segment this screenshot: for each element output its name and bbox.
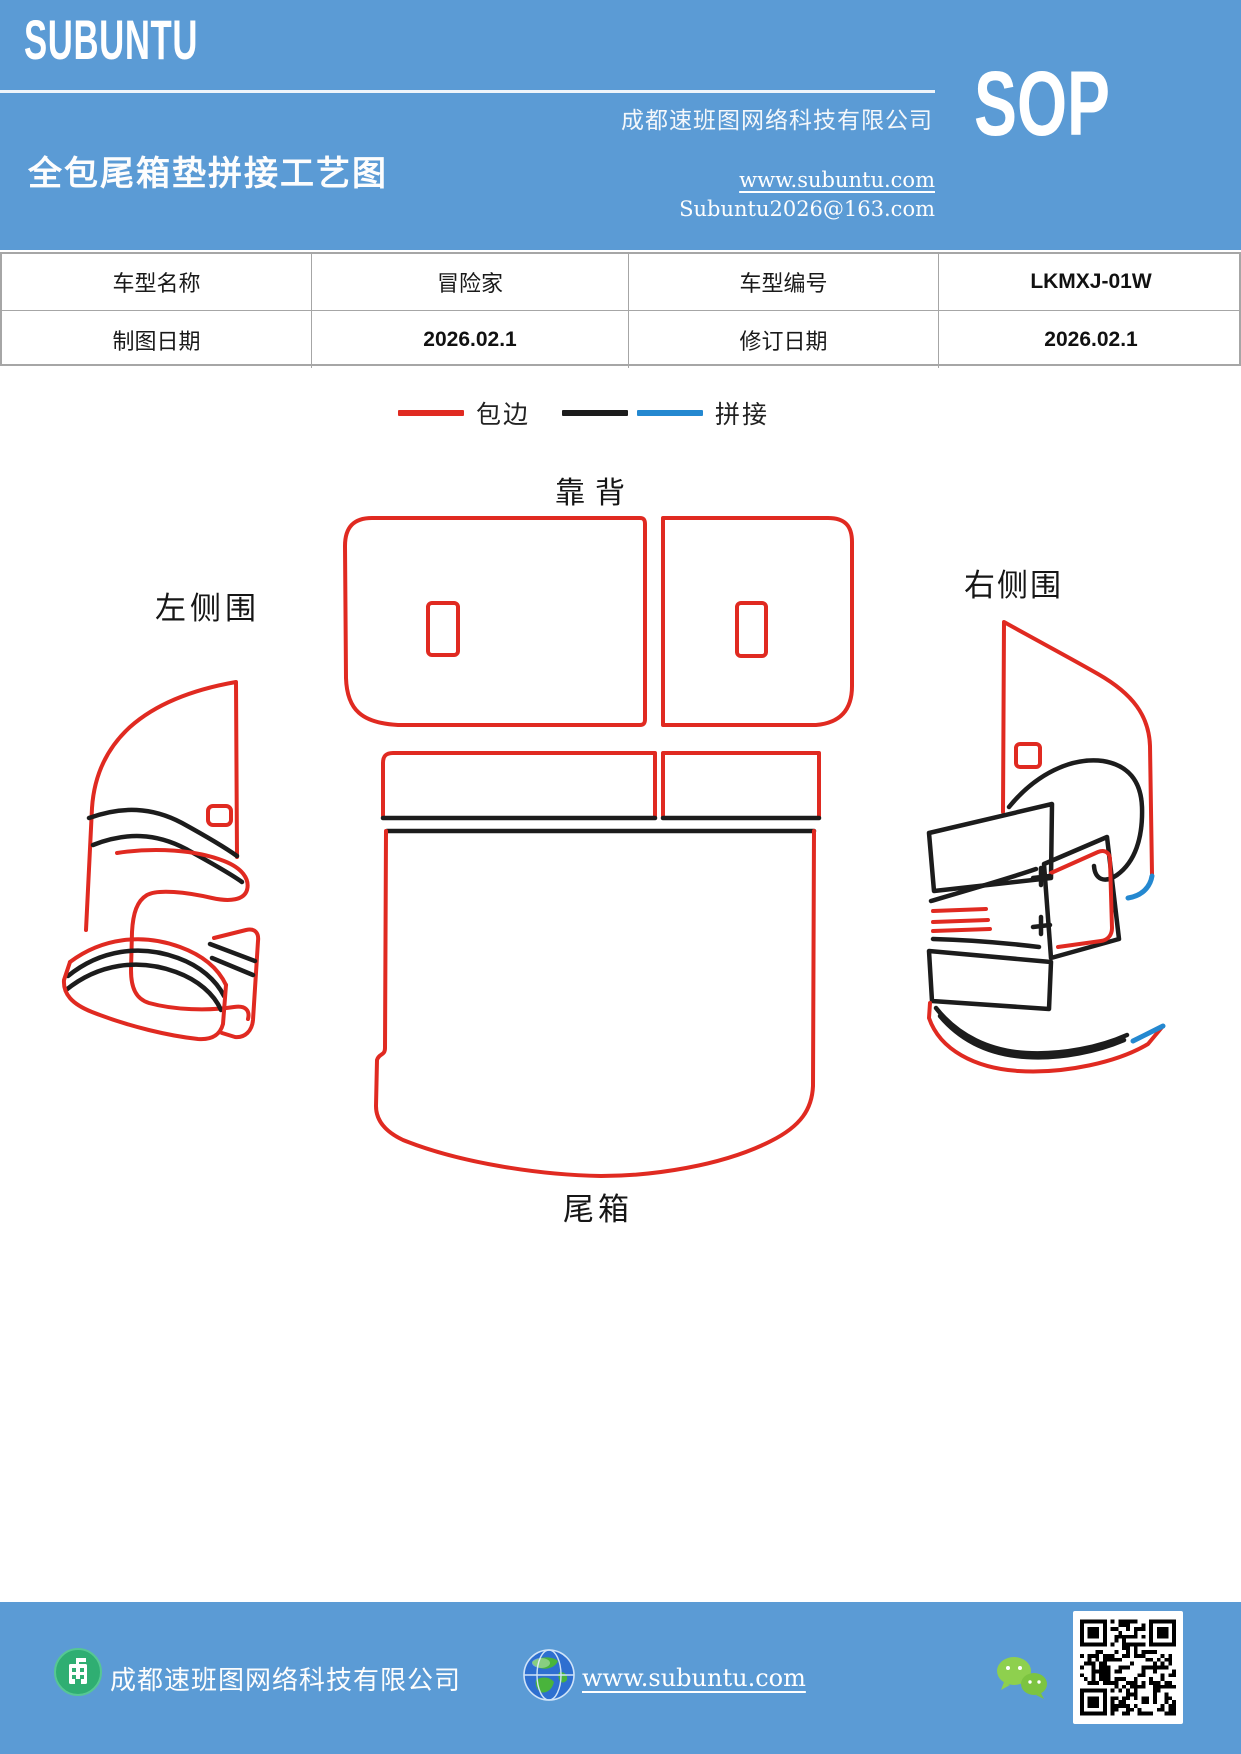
company-badge-icon [54, 1648, 102, 1696]
left-lower-piece-top-edge [68, 937, 228, 987]
qr-code [1073, 1611, 1183, 1724]
left-splice-curve-2 [90, 833, 245, 885]
backrest-right-headrest-slot [735, 601, 768, 658]
page-title: 全包尾箱垫拼接工艺图 [28, 154, 388, 194]
right-red-seam-line-1 [931, 907, 988, 913]
strip-left-piece [380, 751, 658, 821]
strip-left-outline [381, 751, 657, 820]
splice-blue-swatch [637, 410, 704, 416]
left-corner-piece-outline [212, 927, 261, 1040]
left-lower-splice-curve-2 [63, 962, 224, 1013]
right-panel-middle-bottom-edge [930, 936, 1042, 950]
right-lower-piece-outline [927, 1001, 1165, 1074]
brand-logo: SUBUNTU [24, 8, 199, 71]
trunk-outline [374, 829, 816, 1178]
left-side-group [61, 680, 261, 1042]
right-pocket-red-outline [1049, 849, 1114, 949]
left-piece-hole [206, 804, 233, 827]
left-middle-piece-outline [115, 847, 251, 1021]
backrest-left-outline [343, 516, 647, 727]
qr-pattern [1080, 1619, 1176, 1716]
header: SUBUNTU 成都速班图网络科技有限公司 全包尾箱垫拼接工艺图 www.sub… [0, 0, 1241, 250]
left-side-label: 左侧围 [155, 591, 260, 627]
table-cell-draw-date-label: 制图日期 [2, 311, 312, 368]
right-piece-hole [1014, 742, 1042, 769]
left-corner-splice-mark-1 [207, 941, 258, 964]
right-side-label: 右侧围 [964, 568, 1063, 604]
right-lower-splice-curve-1 [933, 1005, 1130, 1056]
table-cell-model-name-value: 冒险家 [312, 254, 629, 311]
sop-label: SOP [974, 53, 1111, 155]
backrest-right-outline [661, 516, 854, 727]
right-pocket-outer-panel [1041, 834, 1122, 961]
left-upper-piece-outline [84, 680, 239, 932]
header-email: Subuntu2026@163.com [679, 197, 935, 221]
right-hook-panel [1006, 758, 1145, 882]
table-cell-revision-date-label: 修订日期 [629, 311, 939, 368]
backrest-right-piece [661, 516, 854, 727]
right-side-group [926, 620, 1166, 1074]
splice-black-swatch [562, 410, 629, 416]
vehicle-info-table: 车型名称 冒险家 车型编号 LKMXJ-01W 制图日期 2026.02.1 修… [0, 252, 1241, 368]
splice-legend-label: 拼接 [715, 400, 770, 429]
right-main-piece-outline [1001, 620, 1154, 876]
left-lower-piece-outline [61, 960, 228, 1042]
right-lower-splice-curve-2 [937, 1013, 1127, 1060]
right-splice-blue-segment-2 [1130, 1023, 1166, 1044]
legend: 包边 拼接 [398, 396, 769, 430]
backrest-left-headrest-slot [426, 601, 460, 657]
qr-finder-patterns [1080, 1619, 1176, 1716]
right-red-seam-line-3 [931, 927, 992, 933]
globe-icon [523, 1649, 575, 1701]
right-panel-upper [926, 801, 1055, 894]
table-cell-model-code-label: 车型编号 [629, 254, 939, 311]
right-tick-mark-1 [1030, 865, 1053, 888]
header-company-name: 成都速班图网络科技有限公司 [621, 108, 933, 134]
wechat-icon [997, 1657, 1047, 1699]
right-tick-mark-2 [1030, 914, 1053, 937]
header-website-link[interactable]: www.subuntu.com [739, 168, 935, 192]
backrest-label: 靠背 [555, 476, 635, 511]
table-cell-revision-date-value: 2026.02.1 [1044, 327, 1138, 351]
left-lower-splice-curve-1 [65, 948, 227, 999]
table-cell-draw-date-value: 2026.02.1 [312, 311, 629, 368]
footer-website-link[interactable]: www.subuntu.com [582, 1664, 806, 1692]
left-splice-curve-1 [86, 807, 240, 859]
qr-code-graphic [1080, 1619, 1176, 1716]
backrest-left-piece [343, 516, 647, 727]
strip-right-piece [660, 751, 822, 821]
right-red-seam-line-2 [931, 918, 990, 924]
trunk-label: 尾箱 [563, 1192, 633, 1228]
header-divider-line [0, 90, 935, 93]
table-cell-model-name-label: 车型名称 [2, 254, 312, 311]
right-splice-blue-segment-1 [1125, 873, 1155, 901]
right-panel-lower [926, 948, 1054, 1012]
table-cell-model-code-value: LKMXJ-01W [939, 254, 1241, 311]
strip-right-outline [661, 751, 821, 820]
edge-line-swatch [398, 410, 464, 416]
right-panel-middle-top-edge [928, 866, 1039, 904]
footer: 成都速班图网络科技有限公司 www.subuntu.com [0, 1602, 1241, 1754]
edge-legend-label: 包边 [476, 400, 531, 429]
left-corner-splice-mark-2 [209, 955, 256, 978]
trunk-piece [374, 828, 817, 1178]
footer-company-name: 成都速班图网络科技有限公司 [110, 1666, 462, 1696]
